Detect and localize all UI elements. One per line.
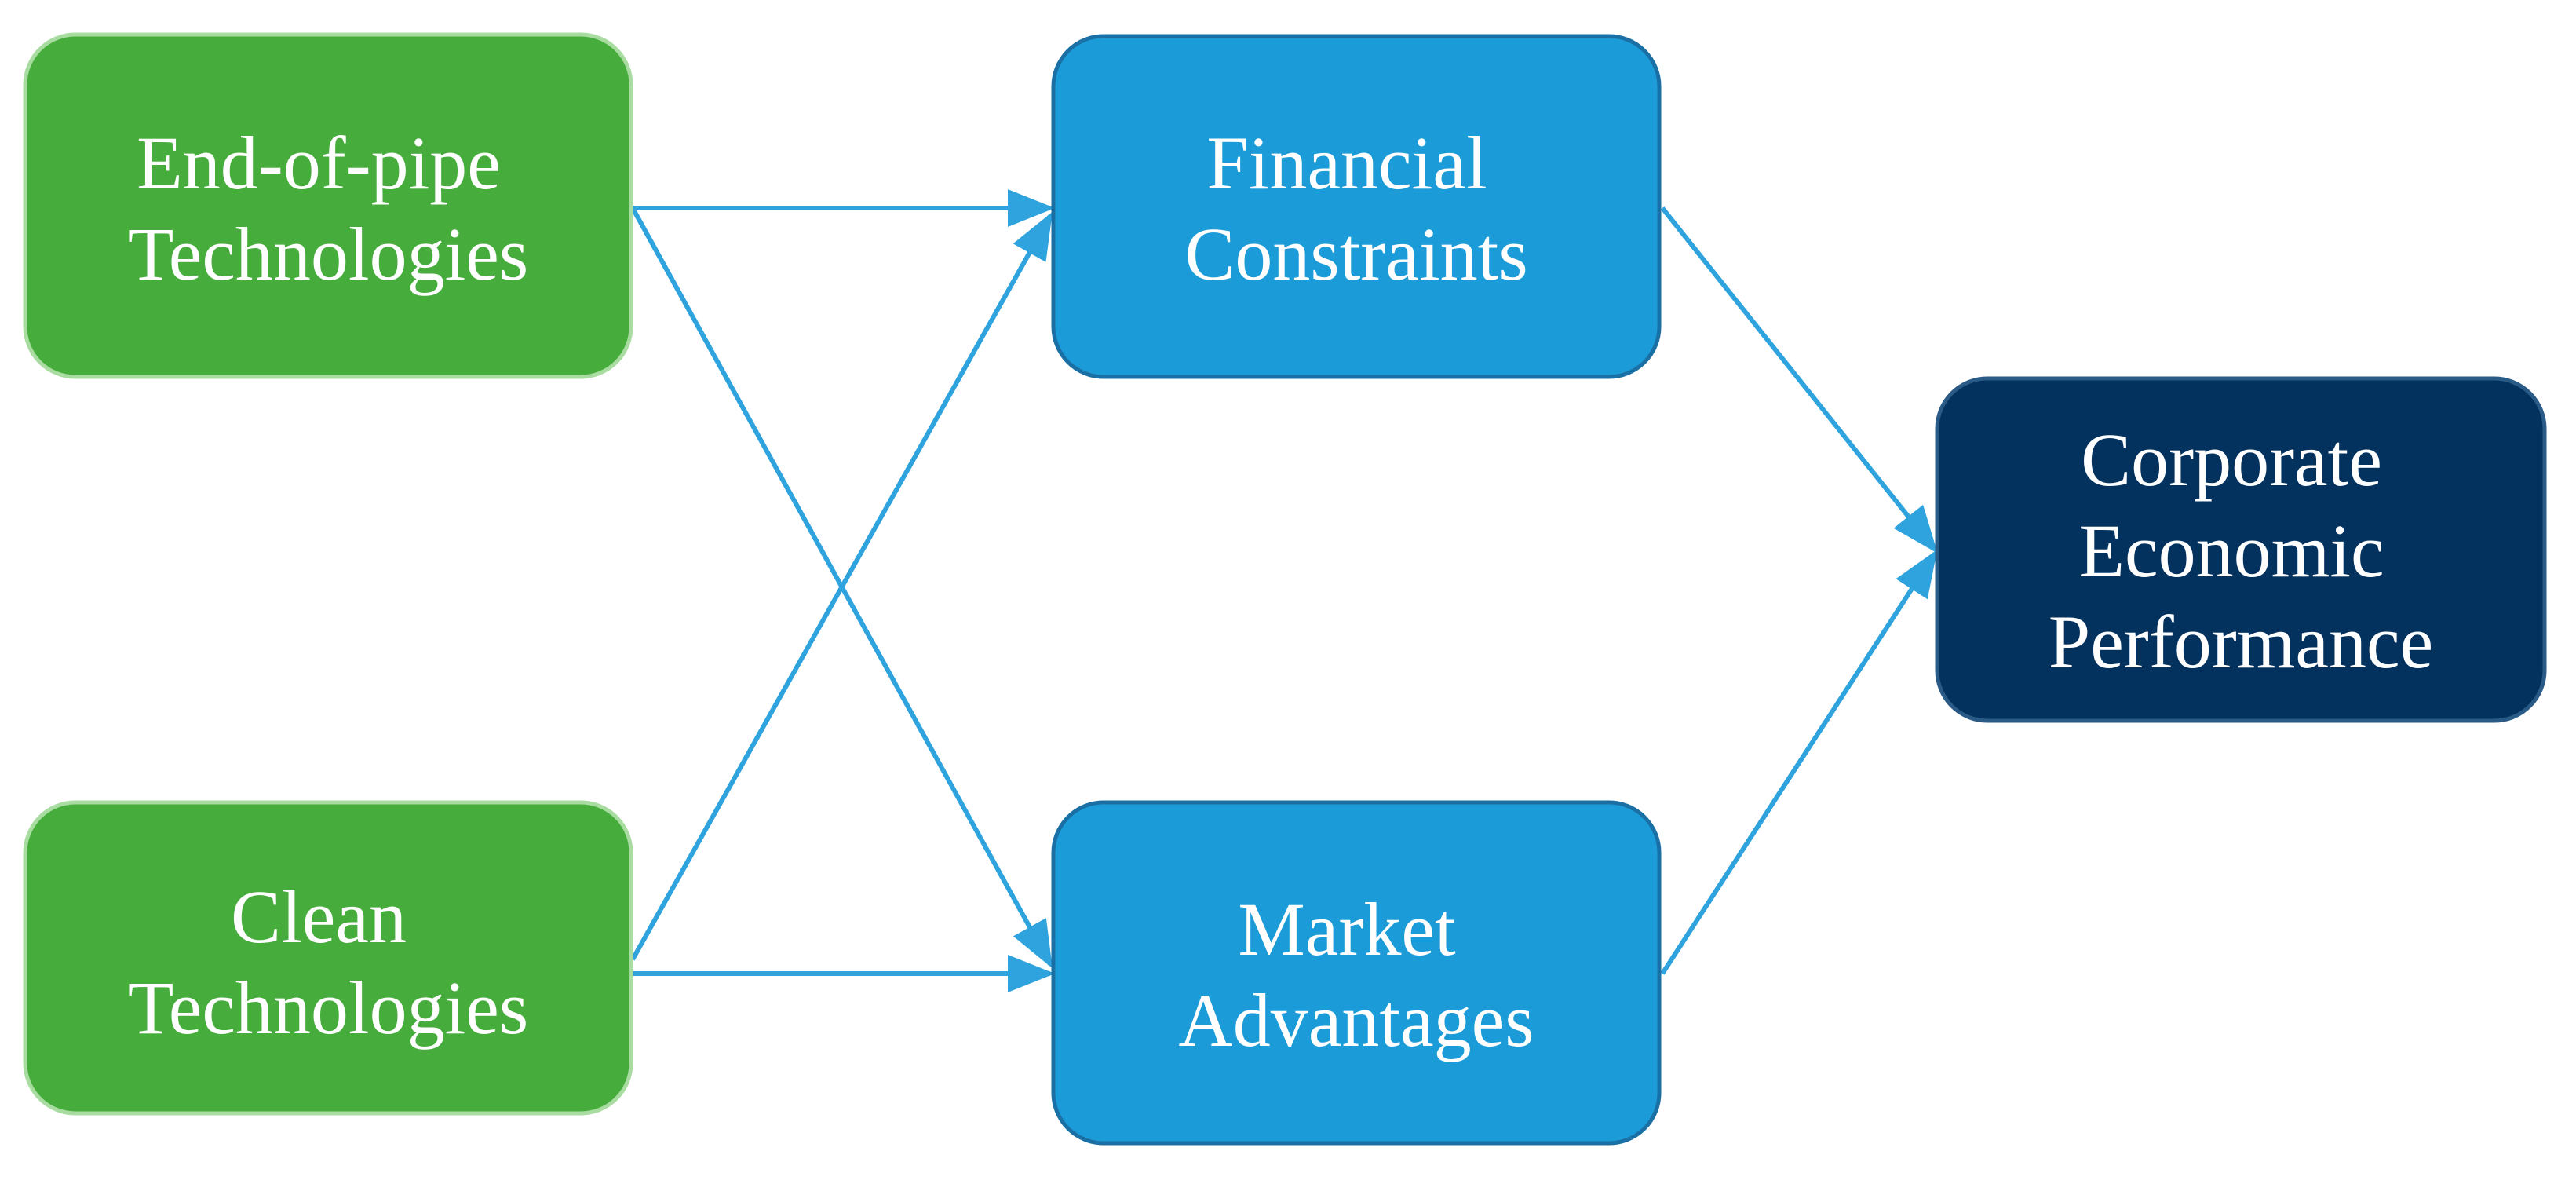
node-label-line: Clean [231, 875, 407, 959]
node-label-line: Technologies [128, 966, 528, 1050]
svg-text:Corporate Economic: Corporate Economic Performance [2049, 418, 2433, 684]
node-label-line: Economic [2078, 509, 2384, 593]
arrow-clean-to-financial [630, 211, 1053, 961]
node-label-line: Financial [1206, 121, 1487, 205]
node-label-line: Constraints [1184, 212, 1527, 296]
node-clean-technologies: Clean Technologies [23, 800, 633, 1116]
edges-layer [630, 189, 1938, 992]
node-financial-constraints: Financial Constraints [1051, 34, 1662, 379]
node-label-line: Performance [2049, 600, 2433, 684]
svg-text:End-of-pipe Technologies: End-of-pipe Technologies [128, 121, 528, 296]
svg-text:Market Advantages: Market Advantages [1178, 887, 1534, 1062]
node-label-line: Advantages [1178, 978, 1534, 1062]
svg-text:Financial Constraints: Financial Constraints [1184, 121, 1527, 296]
arrow-financial-to-corporate [1660, 206, 1938, 554]
node-market-advantages: Market Advantages [1051, 800, 1662, 1146]
node-label-line: Market [1238, 887, 1456, 971]
arrow-market-to-corporate [1660, 549, 1938, 975]
node-label-line: End-of-pipe [137, 121, 501, 205]
node-label-line: Corporate [2081, 418, 2382, 502]
node-label-line: Technologies [128, 212, 528, 296]
node-end-of-pipe-technologies: End-of-pipe Technologies [23, 32, 633, 379]
svg-text:Clean Technologies: Clean Technologies [128, 875, 528, 1050]
node-corporate-economic-performance: Corporate Economic Performance [1935, 376, 2547, 723]
